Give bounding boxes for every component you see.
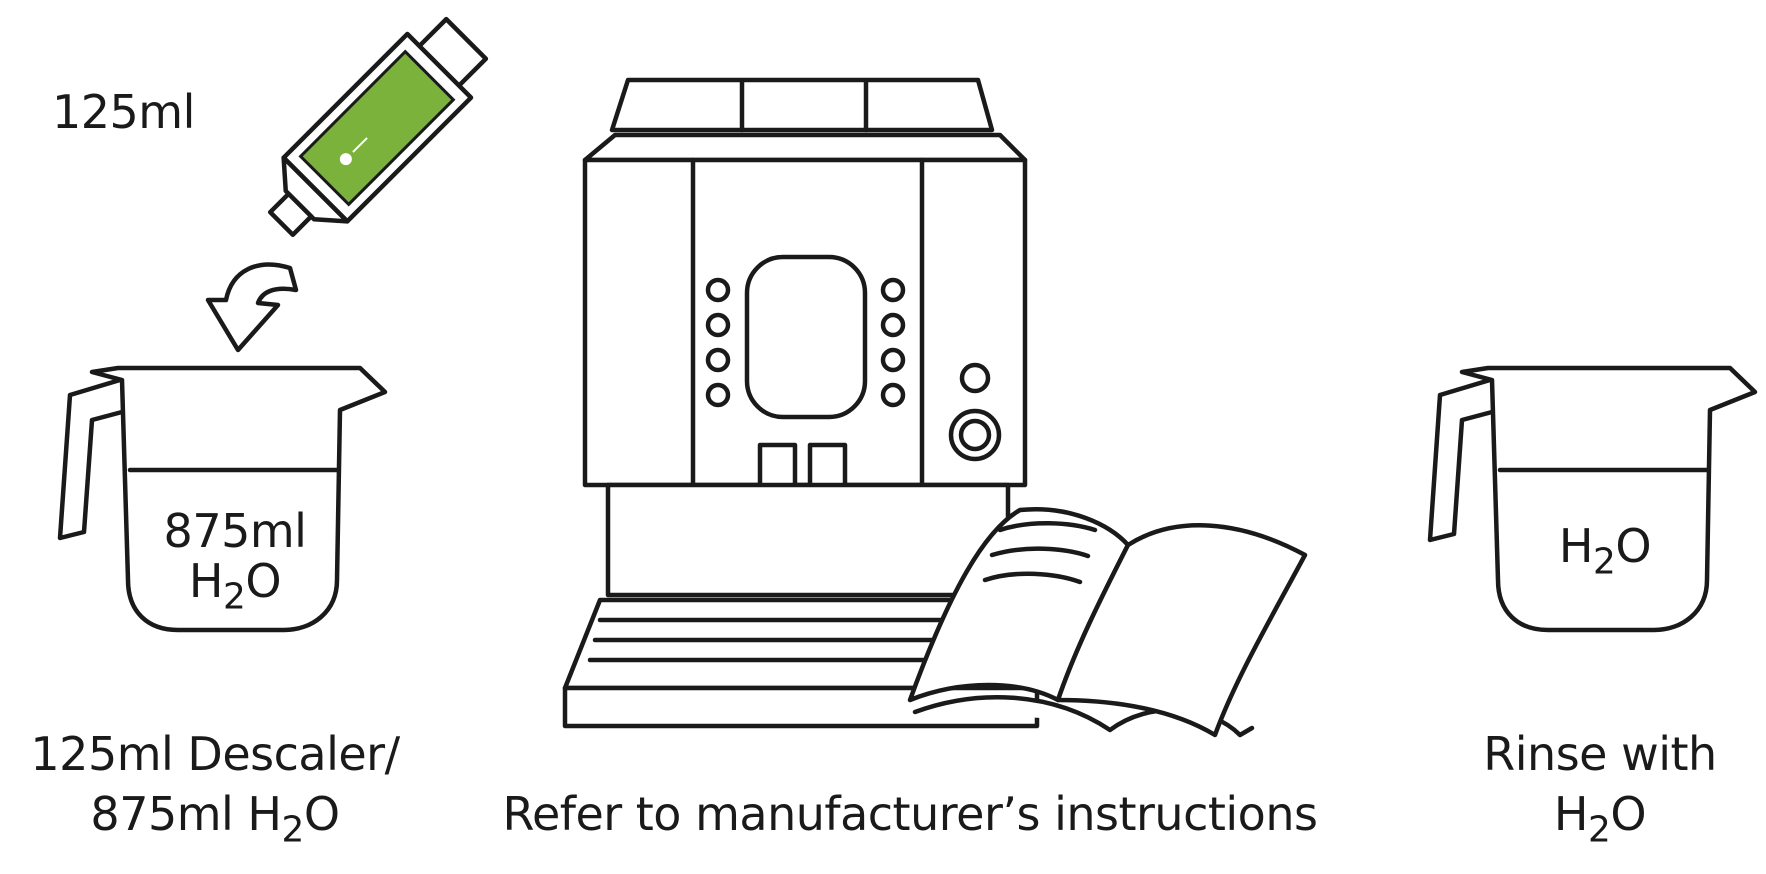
descaler-bottle-icon xyxy=(267,16,489,238)
step3-caption-line2: H2O xyxy=(1553,787,1647,851)
rinse-jug-formula: H2O xyxy=(1558,519,1652,583)
bottle-label-green xyxy=(298,49,456,207)
measuring-jug-icon xyxy=(57,365,388,633)
pour-arrow-icon xyxy=(205,262,299,353)
step1-caption-line2: 875ml H2O xyxy=(90,787,340,851)
step2-caption: Refer to manufacturer’s instructions xyxy=(502,787,1318,841)
step1-caption-line1: 125ml Descaler/ xyxy=(30,727,400,781)
instruction-manual-icon xyxy=(907,507,1308,738)
jug-water-volume: 875ml xyxy=(163,504,307,558)
coffee-machine-icon xyxy=(562,77,1040,729)
bottle-volume-label: 125ml xyxy=(52,85,195,139)
rinse-jug-icon xyxy=(1427,365,1758,633)
jug-water-formula: H2O xyxy=(188,554,282,618)
step3-caption-line1: Rinse with xyxy=(1483,727,1717,781)
